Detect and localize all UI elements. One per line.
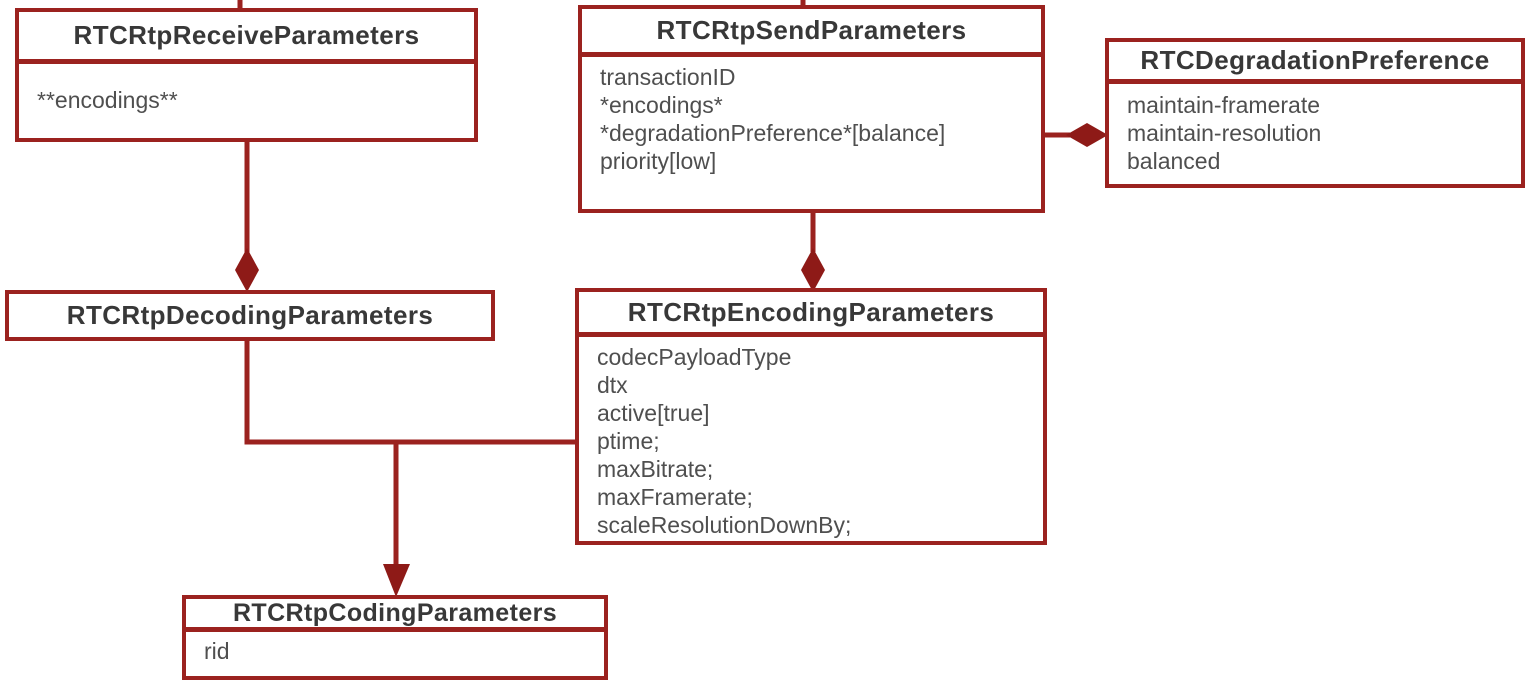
class-title: RTCRtpCodingParameters xyxy=(186,599,604,632)
class-member: maxBitrate; xyxy=(597,456,714,482)
composition-diamond-icon xyxy=(1066,123,1108,147)
class-member: maxFramerate; xyxy=(597,484,753,510)
class-member: codecPayloadType xyxy=(597,344,792,370)
class-member: ptime; xyxy=(597,428,660,454)
class-member: *degradationPreference*[balance] xyxy=(600,120,946,146)
connector-send-to-encoding xyxy=(801,211,825,292)
class-title: RTCRtpSendParameters xyxy=(582,9,1041,57)
composition-diamond-icon xyxy=(801,248,825,292)
class-members: rid xyxy=(186,632,604,665)
arrowhead-icon xyxy=(383,564,410,597)
class-member: scaleResolutionDownBy; xyxy=(597,512,852,538)
class-member: dtx xyxy=(597,372,628,398)
class-member: **encodings** xyxy=(37,87,178,113)
class-member: transactionID xyxy=(600,64,736,90)
class-box-rtcrtpcodingparameters: RTCRtpCodingParameters rid xyxy=(182,595,608,680)
class-member: balanced xyxy=(1127,148,1221,174)
class-member: *encodings* xyxy=(600,92,723,118)
connector-receive-to-decoding xyxy=(235,140,259,292)
class-title: RTCDegradationPreference xyxy=(1109,42,1521,84)
class-member: maintain-framerate xyxy=(1127,92,1321,118)
class-members: **encodings** xyxy=(19,64,474,114)
class-members: transactionID *encodings* *degradationPr… xyxy=(582,57,1041,175)
class-title: RTCRtpReceiveParameters xyxy=(19,12,474,64)
class-box-rtcrtpsendparameters: RTCRtpSendParameters transactionID *enco… xyxy=(578,5,1045,213)
class-box-rtcdegradationpreference: RTCDegradationPreference maintain-framer… xyxy=(1105,38,1525,188)
class-member: priority[low] xyxy=(600,148,717,174)
class-members: codecPayloadType dtx active[true] ptime;… xyxy=(579,337,1043,539)
class-box-rtcrtpreceiveparameters: RTCRtpReceiveParameters **encodings** xyxy=(15,8,478,142)
class-title: RTCRtpEncodingParameters xyxy=(579,292,1043,337)
connector-junction-to-coding xyxy=(244,339,577,597)
class-box-rtcrtpencodingparameters: RTCRtpEncodingParameters codecPayloadTyp… xyxy=(575,288,1047,545)
composition-diamond-icon xyxy=(235,248,259,292)
class-members: maintain-framerate maintain-resolution b… xyxy=(1109,84,1521,175)
class-box-rtcrtpdecodingparameters: RTCRtpDecodingParameters xyxy=(5,290,495,341)
class-title: RTCRtpDecodingParameters xyxy=(66,300,434,330)
class-member: maintain-resolution xyxy=(1127,120,1322,146)
connector-send-to-degradation xyxy=(1043,123,1108,147)
class-member: active[true] xyxy=(597,400,710,426)
class-member: rid xyxy=(204,638,230,664)
